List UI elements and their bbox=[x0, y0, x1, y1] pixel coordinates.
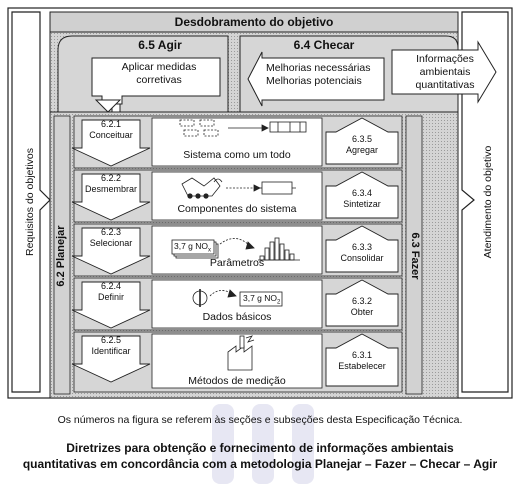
plan-step-label: Identificar bbox=[91, 346, 131, 356]
middle-label: Componentes do sistema bbox=[177, 203, 297, 215]
info-line-1: Informações bbox=[416, 53, 474, 65]
plan-arrow-1 bbox=[71, 119, 151, 167]
row-4 bbox=[71, 277, 403, 331]
do-step-number: 6.3.1 bbox=[351, 350, 373, 360]
basic-data-icon bbox=[192, 289, 283, 307]
plan-step-label: Selecionar bbox=[89, 238, 133, 248]
plan-step-number: 6.2.4 bbox=[100, 281, 122, 291]
act-text-2: corretivas bbox=[136, 74, 182, 86]
do-arrow-2 bbox=[325, 171, 399, 219]
check-text-2: Melhorias potenciais bbox=[266, 75, 362, 87]
plan-step-label: Desmembrar bbox=[84, 184, 137, 194]
info-line-3: quantitativas bbox=[415, 79, 475, 91]
do-band bbox=[405, 115, 423, 395]
plan-step-number: 6.2.5 bbox=[100, 335, 122, 345]
requirements-label: Requisitos do objetivos bbox=[24, 148, 36, 256]
info-line-2: ambientais bbox=[419, 66, 471, 78]
system-icon bbox=[179, 119, 307, 137]
row-1 bbox=[71, 115, 403, 169]
info-arrow bbox=[391, 40, 497, 104]
param-card-label: 3,7 g NOx bbox=[174, 241, 212, 254]
do-step-label: Sintetizar bbox=[343, 199, 381, 209]
do-step-number: 6.3.2 bbox=[351, 296, 373, 306]
do-arrow-3 bbox=[325, 225, 399, 273]
middle-label: Métodos de medição bbox=[188, 375, 286, 387]
middle-label: Sistema como um todo bbox=[183, 149, 291, 161]
fulfilment-label: Atendimento do objetivo bbox=[482, 145, 494, 259]
act-box bbox=[91, 57, 221, 105]
plan-arrow-5 bbox=[71, 335, 151, 383]
do-step-number: 6.3.5 bbox=[351, 134, 373, 144]
do-step-label: Agregar bbox=[345, 145, 379, 155]
check-text-1: Melhorias necessárias bbox=[266, 62, 371, 74]
fulfilment-arrow bbox=[461, 11, 509, 393]
plan-arrow-4 bbox=[71, 281, 151, 329]
plan-label: 6.2 Planejar bbox=[55, 225, 67, 287]
check-title: 6.4 Checar bbox=[293, 38, 355, 52]
row-3 bbox=[71, 223, 403, 277]
figure-caption: Os números na figura se referem às seçõe… bbox=[57, 414, 463, 426]
header-title: Desdobramento do objetivo bbox=[174, 15, 334, 29]
do-arrow-1 bbox=[325, 117, 399, 165]
act-title: 6.5 Agir bbox=[138, 38, 182, 52]
plan-arrow-3 bbox=[71, 227, 151, 275]
footer-title-1: Diretrizes para obtenção e fornecimento … bbox=[66, 441, 454, 455]
act-text-1: Aplicar medidas bbox=[121, 61, 197, 73]
watermark bbox=[212, 404, 314, 484]
do-arrow-4 bbox=[325, 279, 399, 327]
check-box bbox=[247, 51, 385, 107]
footer-title-2: quantitativas em concordância com a meto… bbox=[22, 457, 498, 471]
data-card-label: 3,7 g NO2 bbox=[243, 293, 281, 306]
row-2 bbox=[71, 169, 403, 223]
plan-step-label: Conceituar bbox=[89, 130, 133, 140]
act-arrow-head bbox=[94, 99, 122, 113]
plan-step-number: 6.2.2 bbox=[100, 173, 122, 183]
plan-step-number: 6.2.3 bbox=[100, 227, 122, 237]
measurement-icon bbox=[227, 335, 255, 371]
requirements-arrow bbox=[11, 11, 51, 393]
do-step-number: 6.3.3 bbox=[351, 242, 373, 252]
do-label: 6.3 Fazer bbox=[409, 232, 421, 280]
middle-label: Dados básicos bbox=[202, 311, 272, 323]
do-arrow-5 bbox=[325, 333, 399, 387]
parameters-icon bbox=[171, 237, 300, 261]
middle-box-2 bbox=[151, 171, 323, 221]
do-step-label: Obter bbox=[350, 307, 374, 317]
middle-box-4 bbox=[151, 279, 323, 329]
middle-label: Parâmetros bbox=[209, 257, 265, 269]
plan-step-label: Definir bbox=[97, 292, 124, 302]
plan-arrow-2 bbox=[71, 173, 151, 221]
components-icon bbox=[181, 177, 296, 199]
plan-step-number: 6.2.1 bbox=[100, 119, 122, 129]
row-5 bbox=[71, 331, 403, 393]
do-step-number: 6.3.4 bbox=[351, 188, 373, 198]
do-step-label: Estabelecer bbox=[338, 361, 386, 371]
do-step-label: Consolidar bbox=[340, 253, 384, 263]
plan-band bbox=[53, 115, 71, 395]
